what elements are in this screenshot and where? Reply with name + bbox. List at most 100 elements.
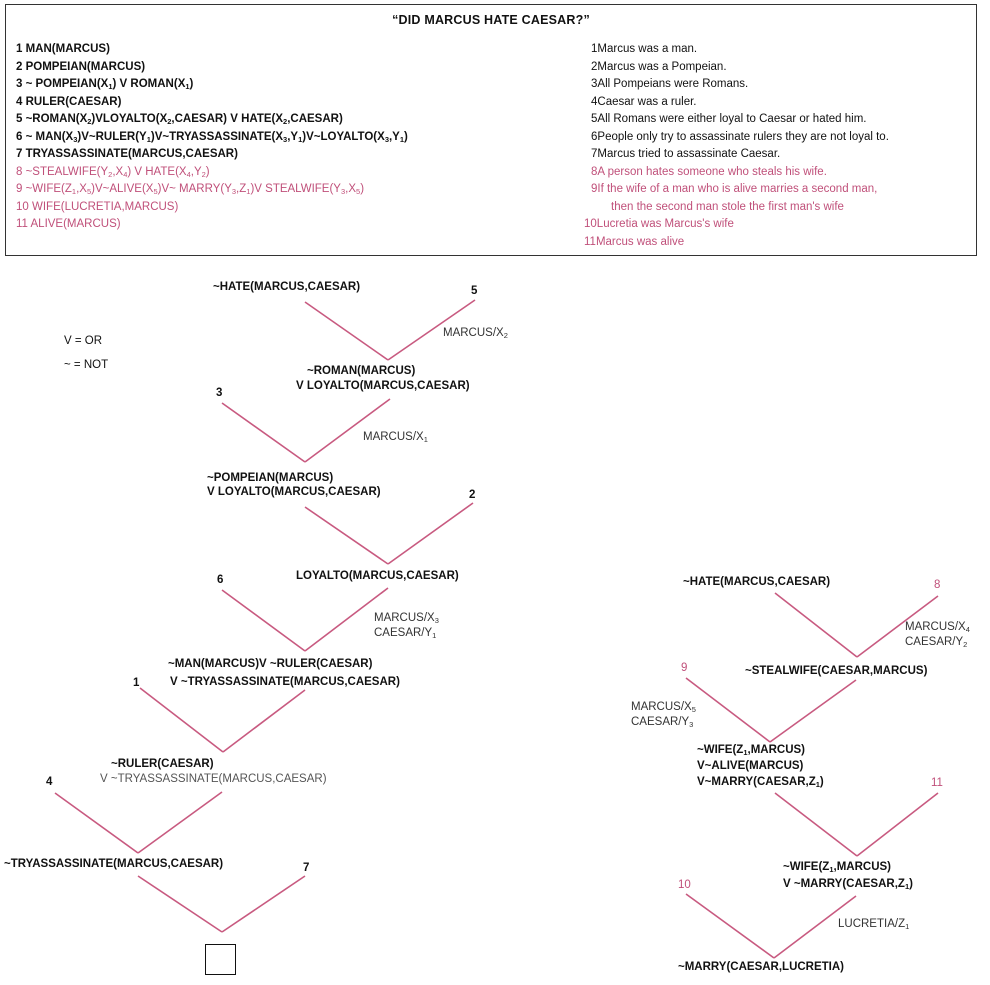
edge-l2a — [221, 402, 306, 463]
axiom-4: 4 RULER(CAESAR) — [16, 95, 121, 109]
left-goal-6a: ~RULER(CAESAR) — [111, 758, 214, 770]
axiom-text: ~ POMPEIAN(X1) V ROMAN(X1) — [25, 78, 194, 91]
left-goal-1: ~HATE(MARCUS,CAESAR) — [213, 281, 361, 293]
english-number: 5 — [591, 113, 598, 125]
left-sub-1: MARCUS/X2 — [443, 327, 508, 340]
left-num-3: 3 — [216, 387, 223, 399]
edge-l3b — [387, 502, 474, 565]
axiom-text: ~ROMAN(X2)VLOYALTO(X2,CAESAR) V HATE(X2,… — [25, 113, 343, 126]
english-number: 11 — [584, 235, 596, 248]
axiom-text: RULER(CAESAR) — [25, 95, 122, 108]
edge-r2a — [685, 677, 771, 743]
english-text: Marcus was a Pompeian. — [597, 60, 727, 73]
english-number: 6 — [591, 130, 598, 143]
edge-r2b — [769, 679, 857, 743]
right-num-8: 8 — [934, 579, 941, 591]
left-goal-5a: ~MAN(MARCUS)V ~RULER(CAESAR) — [168, 658, 373, 670]
edge-r3b — [856, 792, 939, 857]
left-sub-3a: MARCUS/X3 — [374, 612, 439, 625]
left-goal-4: LOYALTO(MARCUS,CAESAR) — [296, 570, 459, 582]
english-8: 8 A person hates someone who steals his … — [591, 165, 827, 179]
edge-l7a — [137, 875, 223, 933]
english-text: Marcus tried to assassinate Caesar. — [597, 148, 781, 160]
english-text: All Romans were either loyal to Caesar o… — [597, 113, 867, 125]
edge-r4b — [773, 895, 857, 959]
english-10: 10 Lucretia was Marcus's wife — [584, 217, 734, 231]
right-sub-2b: CAESAR/Y3 — [631, 716, 694, 729]
left-sub-3b: CAESAR/Y1 — [374, 627, 437, 640]
left-goal-3b: V LOYALTO(MARCUS,CAESAR) — [207, 486, 381, 498]
english-7: 7 Marcus tried to assassinate Caesar. — [591, 147, 780, 161]
edge-l1b — [387, 299, 476, 361]
diagram-title: “DID MARCUS HATE CAESAR?” — [392, 13, 590, 27]
left-sub-2: MARCUS/X1 — [363, 431, 428, 444]
empty-clause-box — [205, 944, 236, 975]
edge-l5b — [222, 689, 306, 753]
axiom-text: ~WIFE(Z1,X5)V~ALIVE(X5)V~ MARRY(Y3,Z1)V … — [25, 183, 365, 196]
english-number: 1 — [591, 43, 598, 55]
english-3: 3 All Pompeians were Romans. — [591, 77, 748, 91]
axiom-text: ~ MAN(X3)V~RULER(Y1)V~TRYASSASSINATE(X3,… — [25, 130, 408, 144]
axiom-7: 7 TRYASSASSINATE(MARCUS,CAESAR) — [16, 147, 238, 161]
axiom-text: ALIVE(MARCUS) — [30, 218, 121, 230]
left-goal-5b: V ~TRYASSASSINATE(MARCUS,CAESAR) — [170, 676, 400, 688]
axiom-9: 9 ~WIFE(Z1,X5)V~ALIVE(X5)V~ MARRY(Y3,Z1)… — [16, 182, 364, 196]
edge-l6b — [137, 791, 223, 854]
right-sub-3: LUCRETIA/Z1 — [838, 918, 910, 931]
english-text: then the second man stole the first man'… — [611, 200, 844, 213]
right-sub-1a: MARCUS/X4 — [905, 621, 970, 634]
right-goal-3c: V~MARRY(CAESAR,Z1) — [697, 776, 824, 789]
english-text: All Pompeians were Romans. — [597, 78, 749, 90]
english-text: Lucretia was Marcus's wife — [596, 218, 734, 230]
edge-l2b — [304, 398, 391, 463]
left-num-2: 2 — [469, 489, 476, 501]
english-9: 9 If the wife of a man who is alive marr… — [591, 182, 877, 196]
left-goal-6b: V ~TRYASSASSINATE(MARCUS,CAESAR) — [100, 773, 327, 785]
english-number: 9 — [591, 183, 598, 195]
right-num-10: 10 — [678, 879, 691, 891]
english-number: 2 — [591, 60, 598, 73]
right-sub-1b: CAESAR/Y2 — [905, 636, 968, 649]
axiom-number: 5 — [16, 113, 26, 125]
english-number: 7 — [591, 148, 598, 160]
right-num-9: 9 — [681, 662, 688, 674]
edge-l6a — [54, 792, 139, 854]
english-text: Marcus was a man. — [597, 43, 698, 55]
axioms-box: “DID MARCUS HATE CAESAR?” 1 MAN(MARCUS) 2… — [5, 4, 977, 256]
axiom-number: 3 — [16, 78, 26, 90]
edge-l5a — [139, 687, 224, 753]
axiom-number: 1 — [16, 43, 26, 55]
left-goal-2a: ~ROMAN(MARCUS) — [307, 365, 416, 377]
right-sub-2a: MARCUS/X5 — [631, 701, 696, 714]
axiom-3: 3 ~ POMPEIAN(X1) V ROMAN(X1) — [16, 77, 193, 91]
edge-l3a — [304, 506, 389, 565]
axiom-text: MAN(MARCUS) — [25, 43, 110, 55]
axiom-number: 7 — [16, 148, 26, 160]
english-6: 6 People only try to assassinate rulers … — [591, 130, 889, 144]
english-cont: then the second man stole the first man'… — [591, 200, 844, 214]
edge-r1a — [774, 592, 858, 658]
left-num-5: 5 — [471, 285, 478, 297]
right-goal-5: ~MARRY(CAESAR,LUCRETIA) — [678, 961, 845, 973]
edge-l1a — [304, 301, 389, 361]
right-goal-4b: V ~MARRY(CAESAR,Z1) — [783, 878, 913, 891]
right-num-11: 11 — [931, 777, 943, 789]
axiom-text: POMPEIAN(MARCUS) — [25, 60, 146, 73]
english-number: 8 — [591, 165, 598, 178]
edge-l4b — [304, 587, 389, 652]
english-text: People only try to assassinate rulers th… — [597, 130, 889, 143]
axiom-6: 6 ~ MAN(X3)V~RULER(Y1)V~TRYASSASSINATE(X… — [16, 130, 408, 144]
axiom-text: TRYASSASSINATE(MARCUS,CAESAR) — [25, 148, 238, 160]
right-goal-3b: V~ALIVE(MARCUS) — [697, 760, 804, 772]
english-4: 4 Caesar was a ruler. — [591, 95, 696, 109]
legend-not: ~ = NOT — [64, 359, 109, 371]
right-goal-4a: ~WIFE(Z1,MARCUS) — [783, 861, 891, 874]
axiom-number: 4 — [16, 95, 26, 108]
axiom-2: 2 POMPEIAN(MARCUS) — [16, 60, 145, 74]
left-goal-3a: ~POMPEIAN(MARCUS) — [207, 472, 334, 484]
left-num-6: 6 — [217, 574, 224, 586]
english-number: 4 — [591, 95, 598, 108]
left-goal-7: ~TRYASSASSINATE(MARCUS,CAESAR) — [4, 858, 224, 870]
axiom-text: WIFE(LUCRETIA,MARCUS) — [32, 200, 179, 213]
